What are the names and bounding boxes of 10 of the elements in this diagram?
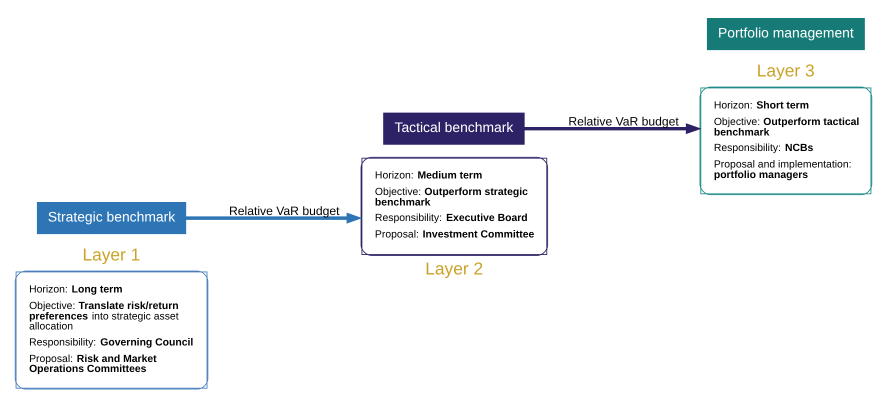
edge-label: Relative VaR budget xyxy=(568,114,679,128)
node-box: Portfolio management xyxy=(706,18,865,50)
arrow xyxy=(524,122,702,134)
arrow xyxy=(186,212,362,224)
node-label: Layer 3 xyxy=(756,60,815,80)
node-box: Tactical benchmark xyxy=(383,112,525,144)
node-label: Layer 2 xyxy=(425,258,484,278)
edge-label: Relative VaR budget xyxy=(229,203,340,218)
node-box: Strategic benchmark xyxy=(36,202,186,234)
node-label: Layer 1 xyxy=(82,244,140,264)
